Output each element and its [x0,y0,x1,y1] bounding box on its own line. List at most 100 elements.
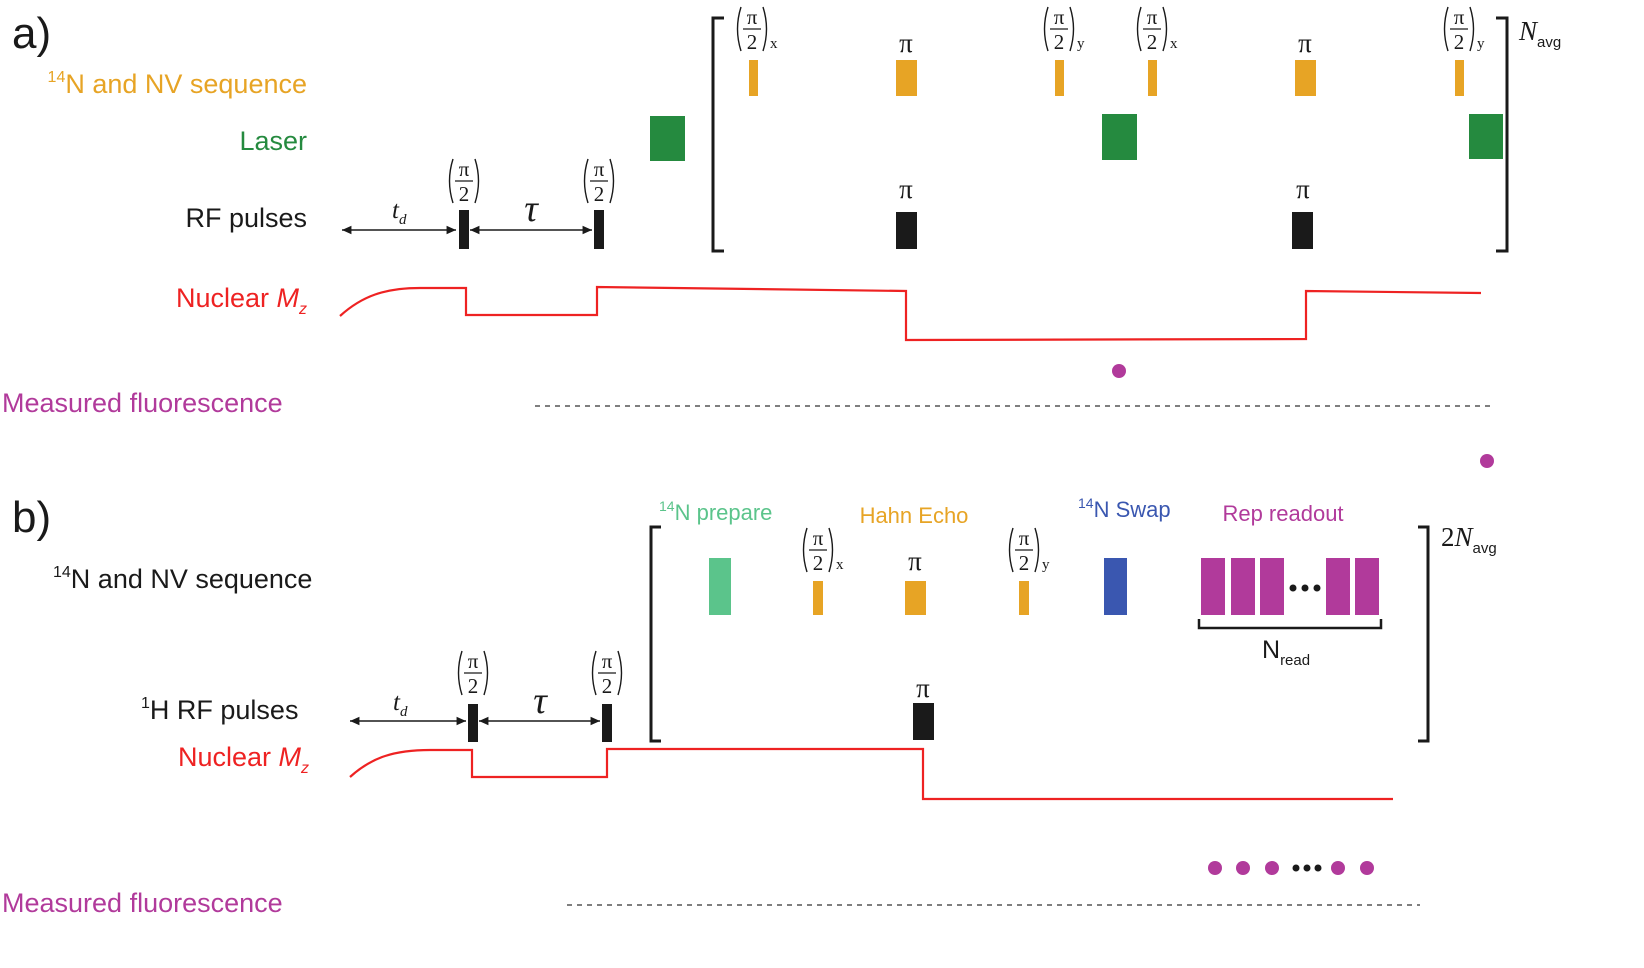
readout-pulse [1355,558,1379,615]
td-main: t [393,689,401,716]
nuclear-mz-trace [339,285,1482,342]
mz-symbol: M [279,742,302,772]
fluorescence-point [1331,861,1345,875]
pi-label: π [899,174,913,204]
fraction-numerator: π [1147,5,1158,29]
mz-text: Nuclear [178,742,279,772]
nuclear-mz-trace [349,747,1393,801]
repeat-bracket-left [649,525,661,743]
row-label-text: N and NV sequence [71,564,313,594]
half-pi-x-label: π 2 x [736,5,778,54]
panel-b-rf-label: 1H RF pulses [141,695,298,725]
fraction-numerator: π [1054,5,1065,29]
panel-b-label: b) [12,493,51,542]
tau-label: τ [533,680,548,722]
ellipsis-dot [1292,864,1300,872]
nv-half-pi-pulse [1019,581,1029,615]
half-pi-label: π 2 [448,157,480,206]
fluorescence-point [1236,861,1250,875]
td-subscript: d [399,212,407,228]
panel-b-nv-sequence-label: 14N and NV sequence [53,564,312,594]
n-avg-subscript: avg [1537,34,1561,51]
fluorescence-point [1265,861,1279,875]
readout-pulse [1201,558,1225,615]
phase-subscript: x [1170,36,1178,52]
header-n-swap: 14N Swap [1078,495,1171,522]
half-pi-x-label: π 2 x [802,526,844,575]
nv-pi-pulse [905,581,926,615]
half-pi-y-label: π 2 y [1443,5,1485,54]
row-label-text: H RF pulses [150,695,299,725]
panel-a-nv-sequence-label: 14N and NV sequence [48,69,307,99]
fraction-denominator: 2 [813,551,824,575]
half-pi-label: π 2 [591,649,623,698]
laser-pulse [650,116,685,161]
fluorescence-point [1360,861,1374,875]
fraction-numerator: π [1019,526,1030,550]
ellipsis-dot [1314,864,1322,872]
header-n-prepare: 14N prepare [659,498,772,525]
header-text: N Swap [1094,497,1171,522]
panel-b-mz-label: Nuclear Mz [178,742,309,777]
ellipsis-dot [1289,584,1297,592]
readout-pulse [1231,558,1255,615]
fraction-denominator: 2 [459,182,470,206]
nv-pi-pulse [1295,60,1316,96]
rf-pi-pulse [1292,212,1313,249]
fraction-denominator: 2 [468,674,479,698]
rf-pi-pulse [913,703,934,740]
fraction-numerator: π [468,649,479,673]
half-pi-y-label: π 2 y [1043,5,1085,54]
ellipsis-dot [1301,584,1309,592]
header-hahn-echo: Hahn Echo [860,503,969,528]
repeat-bracket-right [1418,525,1430,743]
td-main: t [392,197,400,224]
pi-label: π [908,546,922,576]
panel-a-label: a) [12,9,51,58]
rf-half-pi-pulse [602,704,612,742]
fraction-numerator: π [594,157,605,181]
td-label: td [393,689,408,720]
fluorescence-point [1112,364,1126,378]
ellipsis-dot [1303,864,1311,872]
n-avg-main: N [1454,522,1475,552]
fraction-denominator: 2 [747,30,758,54]
nv-half-pi-pulse [1455,60,1464,96]
isotope-superscript: 1 [141,695,150,712]
mz-subscript: z [298,301,307,318]
half-pi-x-label: π 2 x [1136,5,1178,54]
panel-b-fluorescence-label: Measured fluorescence [2,888,283,918]
n-swap-pulse [1104,558,1127,615]
pi-label: π [899,28,913,58]
panel-a-fluorescence-label: Measured fluorescence [2,388,283,418]
panel-a-laser-label: Laser [239,126,307,156]
nv-half-pi-pulse [1148,60,1157,96]
half-pi-label: π 2 [583,157,615,206]
half-pi-label: π 2 [457,649,489,698]
nv-half-pi-pulse [1055,60,1064,96]
fluorescence-point [1208,861,1222,875]
laser-pulse [1469,114,1503,159]
row-label-text: N and NV sequence [65,69,307,99]
phase-subscript: x [770,36,778,52]
n-read-main: N [1262,636,1280,664]
rf-half-pi-pulse [459,210,469,249]
half-pi-y-label: π 2 y [1008,526,1050,575]
n-avg-main: N [1518,16,1539,46]
ellipsis-dot [1313,584,1321,592]
n-avg-prefix: 2 [1441,522,1455,552]
fraction-numerator: π [747,5,758,29]
mz-subscript: z [300,760,309,777]
n-read-subscript: read [1280,652,1310,669]
fraction-denominator: 2 [1019,551,1030,575]
nv-pi-pulse [896,60,917,96]
readout-pulse [1260,558,1284,615]
readout-pulse [1326,558,1350,615]
nv-half-pi-pulse [813,581,823,615]
rf-half-pi-pulse [468,704,478,742]
mz-text: Nuclear [176,283,277,313]
td-subscript: d [400,704,408,720]
rf-half-pi-pulse [594,210,604,249]
panel-a-mz-label: Nuclear Mz [176,283,307,318]
